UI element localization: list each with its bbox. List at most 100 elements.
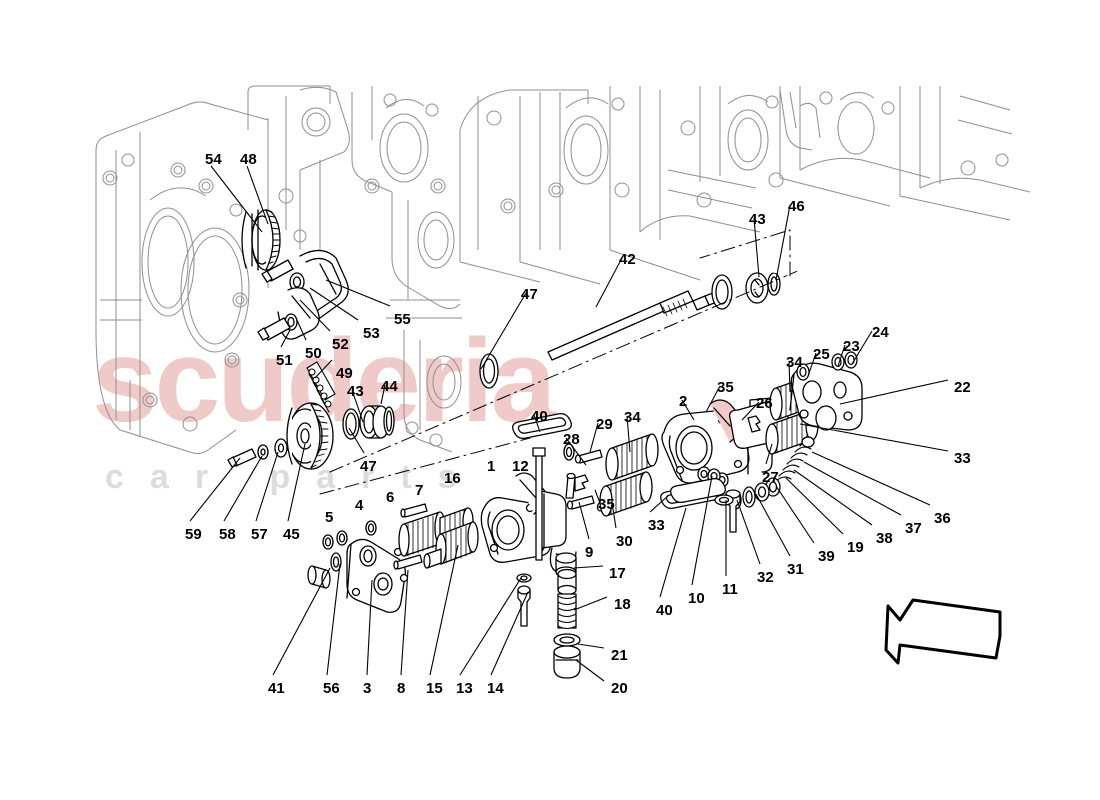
callout-16: 16 bbox=[444, 470, 461, 487]
part-40-gasket-right bbox=[670, 477, 726, 504]
callout-4: 4 bbox=[355, 497, 364, 514]
callout-52: 52 bbox=[332, 336, 349, 353]
callout-42: 42 bbox=[619, 251, 636, 268]
leader-line bbox=[573, 596, 608, 611]
leader-line bbox=[705, 385, 721, 413]
callout-48: 48 bbox=[240, 151, 257, 168]
leader-line bbox=[811, 451, 931, 506]
leader-line bbox=[459, 577, 522, 676]
callout-57: 57 bbox=[251, 526, 268, 543]
part-10-washer bbox=[697, 466, 711, 482]
leader-line bbox=[287, 443, 306, 522]
leader-line bbox=[565, 437, 587, 466]
leader-line bbox=[595, 257, 623, 308]
callout-53: 53 bbox=[363, 325, 380, 342]
leader-line bbox=[765, 443, 773, 465]
leader-line bbox=[295, 317, 307, 341]
callout-32: 32 bbox=[757, 569, 774, 586]
part-47-seal-left bbox=[342, 408, 360, 440]
leader-line bbox=[775, 485, 815, 544]
callout-47: 47 bbox=[360, 458, 377, 475]
leader-line bbox=[681, 399, 695, 421]
callout-12: 12 bbox=[512, 458, 529, 475]
leader-line bbox=[255, 451, 279, 522]
part-58-washer bbox=[257, 444, 269, 460]
leader-line bbox=[280, 329, 291, 348]
leader-line bbox=[649, 495, 669, 513]
leader-line bbox=[594, 489, 601, 504]
callout-50: 50 bbox=[305, 345, 322, 362]
leader-line bbox=[755, 493, 791, 557]
callout-27: 27 bbox=[762, 469, 779, 486]
leader-line bbox=[851, 330, 873, 365]
leader-line bbox=[366, 579, 373, 676]
callout-37: 37 bbox=[905, 520, 922, 537]
callout-24: 24 bbox=[872, 324, 889, 341]
leader-line bbox=[807, 352, 817, 377]
callout-21: 21 bbox=[611, 647, 628, 664]
callout-56: 56 bbox=[323, 680, 340, 697]
leader-line bbox=[490, 591, 529, 676]
part-38-washer bbox=[754, 482, 770, 502]
leader-line bbox=[325, 279, 391, 307]
callout-34: 34 bbox=[624, 409, 641, 426]
callout-20: 20 bbox=[611, 680, 628, 697]
callout-34: 34 bbox=[786, 354, 803, 371]
callout-59: 59 bbox=[185, 526, 202, 543]
part-56-bush bbox=[330, 552, 342, 572]
callout-46: 46 bbox=[788, 198, 805, 215]
part-5-nut bbox=[322, 534, 334, 550]
leader-line bbox=[589, 422, 599, 453]
part-4-washer bbox=[336, 530, 348, 546]
part-19-seal bbox=[742, 486, 756, 508]
callout-43: 43 bbox=[749, 211, 766, 228]
assembly-centerline bbox=[329, 229, 801, 473]
part-51-bolt bbox=[257, 317, 291, 341]
callout-15: 15 bbox=[426, 680, 443, 697]
part-48-sprocket bbox=[241, 209, 281, 271]
callout-49: 49 bbox=[336, 365, 353, 382]
callout-31: 31 bbox=[787, 561, 804, 578]
part-44-retaining-ring bbox=[383, 406, 395, 436]
leader-line bbox=[775, 204, 791, 281]
leader-line bbox=[314, 359, 333, 379]
callout-10: 10 bbox=[688, 590, 705, 607]
watermark-car-parts: car parts bbox=[105, 458, 483, 496]
leader-line bbox=[839, 379, 949, 405]
callout-40: 40 bbox=[531, 408, 548, 425]
leader-line bbox=[626, 415, 631, 453]
leader-line bbox=[380, 384, 386, 405]
part-17-sleeve bbox=[555, 552, 577, 596]
leader-line bbox=[189, 457, 241, 522]
part-18-spring bbox=[557, 593, 577, 630]
callout-22: 22 bbox=[954, 379, 971, 396]
callout-54: 54 bbox=[205, 151, 222, 168]
leader-line bbox=[803, 461, 902, 516]
part-6-spacer bbox=[365, 520, 377, 536]
leader-line bbox=[429, 544, 459, 676]
leader-line bbox=[785, 477, 844, 535]
part-36-spring bbox=[774, 436, 815, 483]
leader-line bbox=[799, 423, 949, 452]
callout-26: 26 bbox=[756, 395, 773, 412]
part-11-washer bbox=[714, 494, 734, 506]
leader-line bbox=[299, 299, 331, 332]
leader-line bbox=[736, 499, 761, 565]
leader-line bbox=[348, 427, 365, 454]
callout-40: 40 bbox=[656, 602, 673, 619]
leader-line bbox=[480, 292, 527, 370]
callout-44: 44 bbox=[381, 378, 398, 395]
callout-9: 9 bbox=[585, 544, 594, 561]
leader-line bbox=[533, 414, 541, 433]
leader-line bbox=[788, 360, 791, 393]
leader-line bbox=[691, 475, 713, 586]
callout-11: 11 bbox=[722, 581, 738, 598]
callout-36: 36 bbox=[934, 510, 951, 527]
part-42-drive-shaft bbox=[547, 290, 718, 361]
callout-14: 14 bbox=[487, 680, 504, 697]
callout-1: 1 bbox=[487, 458, 496, 475]
callout-7: 7 bbox=[415, 482, 424, 499]
